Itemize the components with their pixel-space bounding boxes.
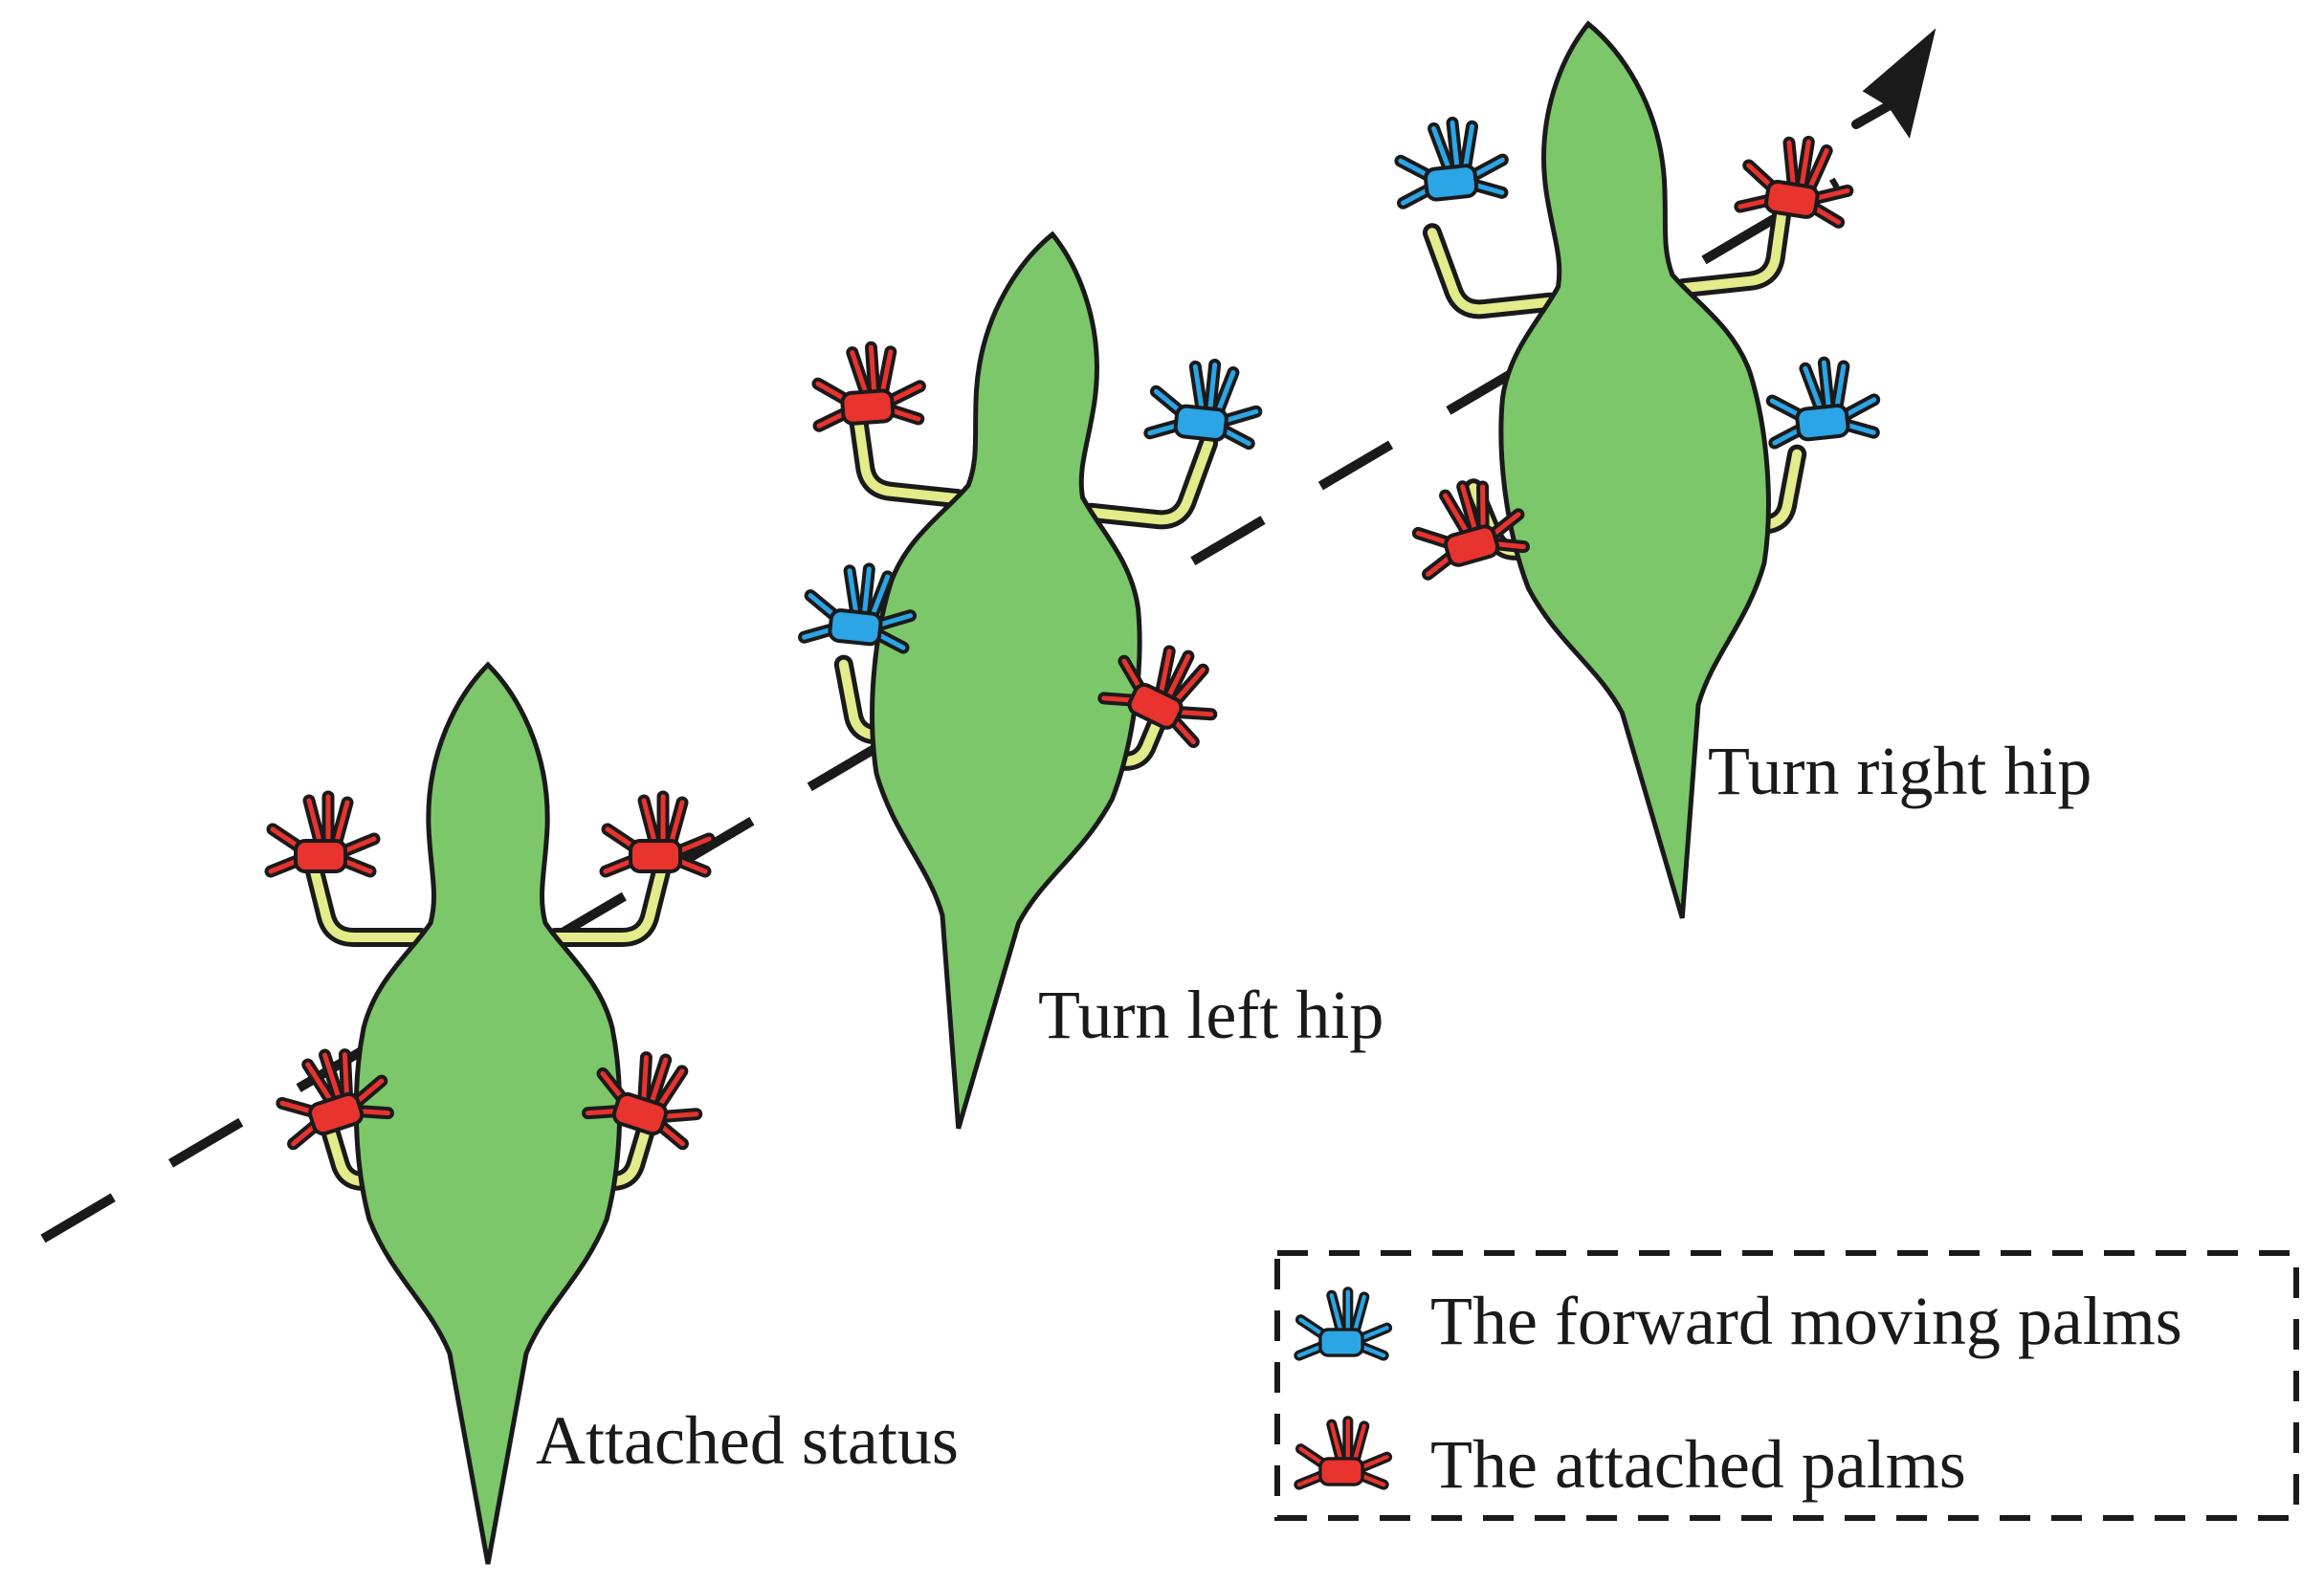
label-turn-left-hip: Turn left hip xyxy=(1038,977,1383,1053)
front-left-palm-icon xyxy=(1395,118,1506,203)
label-attached-status: Attached status xyxy=(536,1402,959,1479)
legend: The forward moving palms The attached pa… xyxy=(1274,1250,2299,1521)
front-right-palm-icon xyxy=(1740,133,1854,223)
label-turn-right-hip: Turn right hip xyxy=(1708,733,2092,809)
forward-palm-legend-icon xyxy=(1299,1292,1387,1355)
front-left-palm-icon xyxy=(814,344,922,426)
attached-palm-legend-icon xyxy=(1299,1421,1387,1485)
front-left-palm-icon xyxy=(271,797,374,871)
legend-forward-label: The forward moving palms xyxy=(1430,1283,2182,1359)
front-right-palm-icon xyxy=(606,797,709,871)
direction-arrow-icon xyxy=(1862,28,1937,139)
hind-right-palm-icon xyxy=(1767,358,1878,443)
front-right-palm-icon xyxy=(1150,359,1261,444)
legend-attached-label: The attached palms xyxy=(1430,1426,1966,1503)
